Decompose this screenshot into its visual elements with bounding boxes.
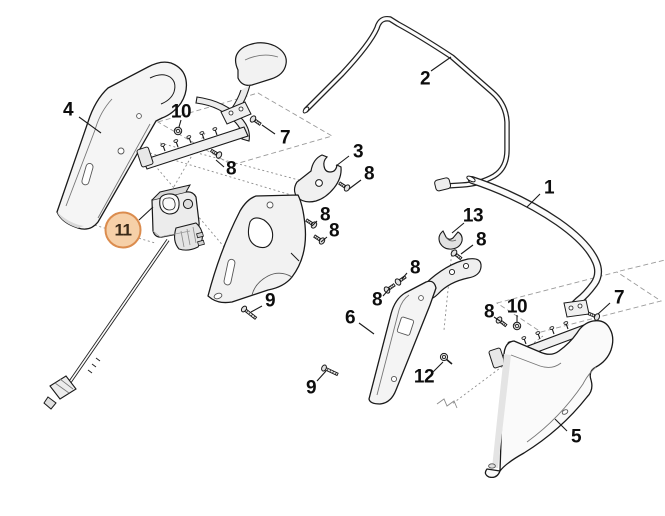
leader-line-8 xyxy=(382,287,391,297)
left-housing-panel xyxy=(56,61,188,230)
callout-1-7[interactable]: 1 xyxy=(543,177,555,199)
leader-line-8 xyxy=(320,236,328,243)
left-handlebar-end-bracket xyxy=(220,42,287,125)
leader-line-10 xyxy=(178,119,182,128)
callout-8-9[interactable]: 8 xyxy=(475,229,487,251)
leader-line-6 xyxy=(358,322,375,335)
leader-line-11 xyxy=(138,206,154,221)
leader-line-4 xyxy=(78,116,102,134)
flange-screw-icon xyxy=(439,352,453,365)
leader-line-8 xyxy=(460,244,474,255)
callout-8-15[interactable]: 8 xyxy=(371,289,383,311)
right-housing-panel xyxy=(368,258,482,405)
leader-line-9 xyxy=(316,370,327,382)
screw-icon xyxy=(248,114,263,128)
leader-line-8 xyxy=(401,272,408,280)
upper-handlebar-bail xyxy=(302,15,510,192)
callout-13-8[interactable]: 13 xyxy=(462,205,484,227)
leader-line-2 xyxy=(430,56,452,72)
callout-8-3[interactable]: 8 xyxy=(225,158,237,180)
callout-7-2[interactable]: 7 xyxy=(279,127,291,149)
screw-icon xyxy=(337,179,352,193)
cable-clamp xyxy=(438,230,463,250)
nut-icon xyxy=(512,321,522,331)
nut-icon xyxy=(173,126,183,136)
leader-line-8 xyxy=(215,159,225,168)
callout-11-12[interactable]: 11 xyxy=(104,211,142,249)
leader-line-7 xyxy=(261,124,276,135)
leader-line-13 xyxy=(451,222,465,234)
leader-line-7 xyxy=(597,302,611,315)
callout-8-14[interactable]: 8 xyxy=(409,257,421,279)
control-housing xyxy=(207,154,342,304)
callout-7-21[interactable]: 7 xyxy=(613,287,625,309)
leader-line-12 xyxy=(432,361,444,373)
switch-unit xyxy=(43,184,205,410)
lower-handlebar-tube xyxy=(466,175,603,318)
callout-3-5[interactable]: 3 xyxy=(352,141,364,163)
long-screw-icon xyxy=(320,363,340,378)
leader-line-9 xyxy=(250,305,263,313)
leader-line-8 xyxy=(311,220,318,227)
leader-line-5 xyxy=(554,418,568,432)
leader-line-8 xyxy=(348,179,362,190)
screw-icon xyxy=(494,315,509,329)
fasteners xyxy=(173,114,602,378)
long-screw-icon xyxy=(239,304,259,322)
callout-4-0[interactable]: 4 xyxy=(62,99,74,121)
callout-8-19[interactable]: 8 xyxy=(483,301,495,323)
callout-6-16[interactable]: 6 xyxy=(344,307,356,329)
right-cover-panel xyxy=(484,320,614,479)
leader-lines xyxy=(78,56,611,432)
callout-9-18[interactable]: 9 xyxy=(305,377,317,399)
callout-2-4[interactable]: 2 xyxy=(419,68,431,90)
callout-9-13[interactable]: 9 xyxy=(264,290,276,312)
screw-icon xyxy=(393,273,408,287)
screw-icon xyxy=(304,216,319,230)
callout-12-17[interactable]: 12 xyxy=(413,366,435,388)
leader-line-1 xyxy=(526,193,541,208)
leader-line-8 xyxy=(493,316,501,322)
callout-10-20[interactable]: 10 xyxy=(506,296,528,318)
callout-8-11[interactable]: 8 xyxy=(328,220,340,242)
callout-5-22[interactable]: 5 xyxy=(570,426,582,448)
callout-8-6[interactable]: 8 xyxy=(363,163,375,185)
leader-line-3 xyxy=(335,155,350,167)
callout-8-10[interactable]: 8 xyxy=(319,204,331,226)
screw-icon xyxy=(209,147,224,160)
callout-10-1[interactable]: 10 xyxy=(170,101,192,123)
